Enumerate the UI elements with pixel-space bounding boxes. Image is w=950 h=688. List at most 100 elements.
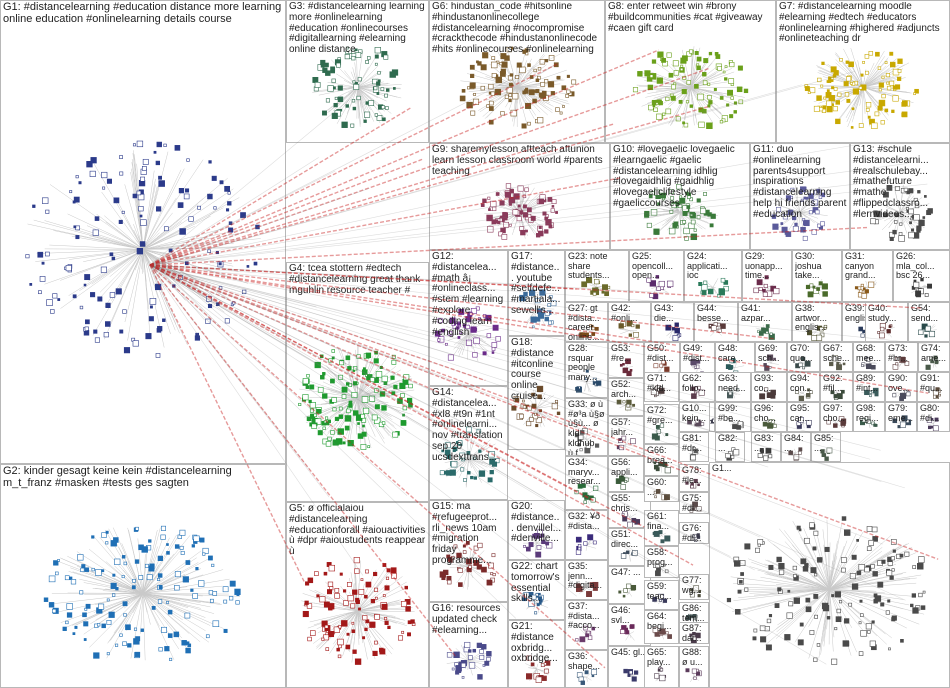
vertex-node: [461, 663, 465, 667]
vertex-node: [162, 319, 165, 322]
vertex-node: [168, 634, 172, 638]
vertex-node: [365, 570, 368, 573]
vertex-node: [388, 626, 391, 629]
vertex-node: [526, 547, 530, 551]
vertex-node: [158, 556, 163, 561]
vertex-node: [320, 375, 324, 379]
vertex-node: [846, 77, 850, 81]
group-cell-g27: G27: gt #dista... career online...: [565, 302, 608, 342]
vertex-node: [67, 604, 73, 610]
vertex-node: [893, 96, 899, 102]
vertex-node: [364, 120, 367, 123]
group-cell-g61: G61: fina...: [644, 510, 679, 546]
vertex-node: [710, 421, 711, 424]
vertex-node: [310, 385, 314, 389]
vertex-node: [911, 229, 913, 231]
vertex-node: [882, 76, 884, 78]
vertex-node: [865, 71, 868, 74]
vertex-node: [179, 188, 184, 193]
vertex-node: [175, 571, 180, 576]
edge-line: [630, 632, 635, 634]
vertex-node: [208, 304, 212, 308]
group-label: G1...: [712, 464, 947, 474]
vertex-node: [384, 94, 387, 97]
vertex-node: [349, 404, 353, 408]
vertex-node: [404, 375, 409, 380]
vertex-node: [672, 327, 675, 330]
vertex-node: [657, 287, 661, 291]
group-cell-g26: G26: mla_col... bsc 26...: [893, 250, 950, 302]
vertex-node: [320, 597, 325, 602]
group-cell-g13: G13: #schule #distancelearni... #realsch…: [850, 143, 950, 250]
vertex-node: [849, 603, 852, 606]
vertex-node: [732, 424, 736, 428]
vertex-node: [523, 545, 525, 547]
vertex-node: [325, 63, 329, 67]
group-cell-g1x: G1...: [709, 462, 950, 688]
vertex-node: [648, 85, 653, 90]
group-cell-g11: G11: duo #onlinelearning parents4support…: [750, 143, 850, 250]
vertex-node: [470, 74, 474, 78]
vertex-node: [823, 605, 829, 611]
group-cell-g96: G96: cho...: [751, 402, 787, 432]
vertex-node: [623, 401, 625, 403]
vertex-node: [196, 567, 199, 570]
vertex-node: [392, 360, 396, 364]
vertex-node: [409, 384, 413, 388]
vertex-node: [328, 582, 333, 587]
vertex-node: [354, 84, 359, 89]
vertex-node: [716, 54, 720, 58]
vertex-node: [73, 295, 76, 298]
vertex-node: [691, 394, 696, 399]
vertex-node: [123, 602, 127, 606]
vertex-node: [322, 372, 325, 375]
group-cell-g43: G43: die...: [651, 302, 694, 342]
vertex-node: [147, 575, 152, 580]
vertex-node: [919, 220, 925, 226]
vertex-node: [175, 545, 179, 549]
vertex-node: [626, 551, 629, 554]
vertex-node: [814, 615, 817, 618]
vertex-node: [773, 424, 776, 427]
group-cell-g77: G77: wg...: [679, 574, 709, 600]
vertex-node: [393, 87, 395, 89]
vertex-node: [702, 109, 706, 113]
vertex-node: [817, 288, 820, 291]
vertex-node: [468, 650, 471, 653]
vertex-node: [685, 236, 689, 240]
vertex-node: [527, 122, 530, 125]
vertex-node: [385, 586, 389, 590]
vertex-node: [697, 672, 700, 675]
vertex-node: [621, 554, 626, 559]
vertex-node: [342, 122, 348, 128]
vertex-node: [754, 288, 759, 293]
vertex-node: [351, 124, 354, 127]
vertex-node: [310, 631, 315, 636]
vertex-node: [335, 588, 339, 592]
vertex-node: [394, 385, 398, 389]
vertex-node: [45, 252, 49, 256]
vertex-node: [805, 86, 809, 90]
vertex-node: [226, 209, 228, 211]
vertex-node: [737, 87, 742, 92]
edge-line: [113, 593, 143, 623]
vertex-node: [800, 623, 803, 626]
vertex-node: [194, 536, 200, 542]
vertex-node: [720, 120, 723, 123]
group-label: G72: #gre...: [647, 406, 676, 425]
group-label: G68: mee...: [856, 344, 882, 363]
vertex-node: [465, 642, 470, 647]
vertex-node: [334, 103, 338, 107]
group-cell-g53: G53: #re...: [608, 342, 644, 378]
vertex-node: [375, 63, 377, 65]
vertex-node: [175, 145, 180, 150]
vertex-node: [817, 96, 822, 101]
group-label: G22: chart tomorrow's essential skills..…: [511, 562, 562, 605]
vertex-node: [186, 648, 191, 653]
vertex-node: [477, 643, 482, 648]
vertex-node: [76, 235, 79, 238]
vertex-node: [378, 71, 381, 74]
vertex-node: [470, 65, 474, 69]
vertex-node: [47, 300, 53, 306]
vertex-node: [505, 95, 508, 98]
